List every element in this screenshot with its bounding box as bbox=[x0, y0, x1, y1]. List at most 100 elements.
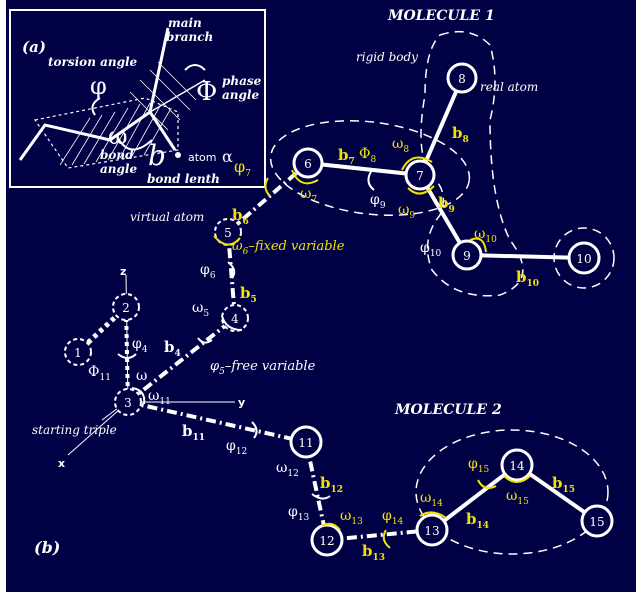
real-atom-label: real atom bbox=[480, 80, 538, 94]
label-b4: b4 bbox=[164, 338, 181, 359]
arc-omega10 bbox=[469, 237, 487, 253]
molecule1-title: MOLECULE 1 bbox=[387, 8, 495, 24]
arc-omega7 bbox=[291, 169, 319, 185]
bond-angle-label-2: angle bbox=[100, 162, 137, 176]
atom-2-label: 2 bbox=[122, 301, 130, 315]
atom-label: atom bbox=[188, 151, 217, 164]
atom-9-marker bbox=[451, 239, 483, 271]
phi5-free-label: φ5–free variable bbox=[210, 359, 316, 377]
atom-6-marker bbox=[292, 147, 324, 179]
arc-phi14 bbox=[382, 529, 391, 549]
axis-x-label: x bbox=[58, 457, 65, 470]
atom-11-label: 11 bbox=[298, 436, 313, 450]
atom-6-label: 6 bbox=[304, 157, 312, 171]
label-b13: b13 bbox=[362, 542, 385, 563]
label-phi15: φ15 bbox=[468, 456, 490, 475]
virtual-atom-label: virtual atom bbox=[130, 210, 204, 224]
arc-phi7 bbox=[264, 177, 271, 197]
inset-a: (a) torsion angle φ main branch Φ phase … bbox=[9, 9, 266, 188]
molecule2-title: MOLECULE 2 bbox=[394, 402, 502, 418]
atom-14-label: 14 bbox=[509, 459, 525, 473]
atom-12-label: 12 bbox=[319, 534, 334, 548]
arc-phi13 bbox=[311, 493, 331, 500]
arc-phi8 bbox=[367, 169, 375, 191]
arc-phi15 bbox=[477, 479, 497, 489]
label-phi12: φ12 bbox=[226, 438, 247, 457]
arc-omega5 bbox=[221, 315, 243, 331]
atom-13-marker bbox=[415, 513, 449, 547]
label-b7: b7 bbox=[338, 146, 355, 167]
label-phi10: φ10 bbox=[420, 240, 442, 259]
label-omega10: ω10 bbox=[474, 226, 497, 245]
atom-4-label: 4 bbox=[231, 312, 239, 326]
bond-angle-label-1: bond bbox=[100, 148, 134, 162]
molecule2-outline bbox=[415, 429, 609, 555]
label-omega7: ω7 bbox=[300, 186, 317, 205]
label-phi13: φ13 bbox=[288, 504, 310, 523]
atom-5-marker bbox=[214, 218, 242, 246]
label-Phi8: Φ8 bbox=[359, 146, 376, 165]
main-branch-label-1: main bbox=[168, 16, 202, 30]
white-labels: φ9 φ10 φ6 ω5 b4 φ4 Φ11 ω ω11 b11 φ12 ω12… bbox=[88, 192, 442, 523]
atom-10-label: 10 bbox=[576, 252, 591, 266]
atom-15-marker bbox=[580, 504, 614, 538]
label-phi6: φ6 bbox=[200, 262, 216, 281]
atom-8-label: 8 bbox=[458, 72, 466, 86]
arc-phi5 bbox=[197, 337, 213, 344]
label-b12: b12 bbox=[320, 474, 343, 495]
label-omega8: ω8 bbox=[392, 136, 409, 155]
label-omega9: ω9 bbox=[398, 202, 415, 221]
inset-atom-dot bbox=[175, 152, 181, 158]
label-b8: b8 bbox=[452, 124, 469, 145]
main-branch-line bbox=[148, 27, 170, 113]
label-b5: b5 bbox=[240, 284, 257, 305]
angle-arcs bbox=[117, 156, 531, 549]
arc-omega12 bbox=[291, 447, 319, 459]
label-omega5: ω5 bbox=[192, 300, 209, 319]
omega-arc bbox=[117, 137, 153, 151]
rigid-body-label: rigid body bbox=[356, 50, 418, 64]
label-omega11: ω11 bbox=[148, 388, 171, 407]
atom-1-marker bbox=[64, 338, 92, 366]
arc-omega15 bbox=[503, 475, 531, 483]
bond-6-7 bbox=[307, 161, 421, 177]
atom-4-marker bbox=[221, 304, 249, 332]
label-phi9: φ9 bbox=[370, 192, 386, 211]
atoms bbox=[64, 62, 614, 557]
arc-omega13 bbox=[321, 522, 341, 531]
arc-omega3 bbox=[131, 387, 146, 405]
diagram-background bbox=[6, 0, 636, 592]
label-omega12: ω12 bbox=[276, 460, 299, 479]
atom-2-marker bbox=[112, 293, 140, 321]
arc-phi12 bbox=[251, 421, 258, 439]
torsion-plane bbox=[33, 97, 179, 169]
torsion-phi-symbol: φ bbox=[90, 72, 107, 100]
phi-arc bbox=[91, 97, 101, 116]
atom-9-label: 9 bbox=[463, 249, 471, 263]
axis-z-label: z bbox=[120, 265, 126, 278]
label-phi4: φ4 bbox=[132, 336, 148, 355]
label-omega14: ω14 bbox=[420, 490, 443, 509]
bond-omega-symbol: ω bbox=[108, 122, 128, 150]
atom-14-marker bbox=[500, 448, 534, 482]
inset-label: (a) bbox=[22, 38, 46, 56]
atom-7-label: 7 bbox=[416, 169, 424, 183]
molecule1-group-outline bbox=[269, 119, 471, 217]
arc-phi6 bbox=[227, 261, 236, 279]
bond-3-4 bbox=[126, 316, 237, 404]
arc-phi4 bbox=[117, 353, 137, 359]
bond-9-10 bbox=[466, 253, 585, 260]
yellow-labels: φ7 ω7 b6 b5 b7 Φ8 ω8 b8 ω9 b9 ω10 b10 b1… bbox=[232, 124, 575, 563]
bond-4-5 bbox=[226, 231, 237, 319]
torsion-angle-label: torsion angle bbox=[48, 55, 138, 69]
atom-3-marker bbox=[114, 388, 142, 416]
label-b9: b9 bbox=[438, 194, 455, 215]
phase-Phi-symbol: Φ bbox=[196, 77, 217, 107]
label-b14: b14 bbox=[466, 510, 489, 531]
arc-omega9 bbox=[407, 185, 435, 195]
starting-triple-label: starting triple bbox=[32, 423, 117, 437]
label-b6: b6 bbox=[232, 206, 249, 227]
bond-11-12 bbox=[304, 441, 329, 541]
atom-15-label: 15 bbox=[589, 515, 604, 529]
